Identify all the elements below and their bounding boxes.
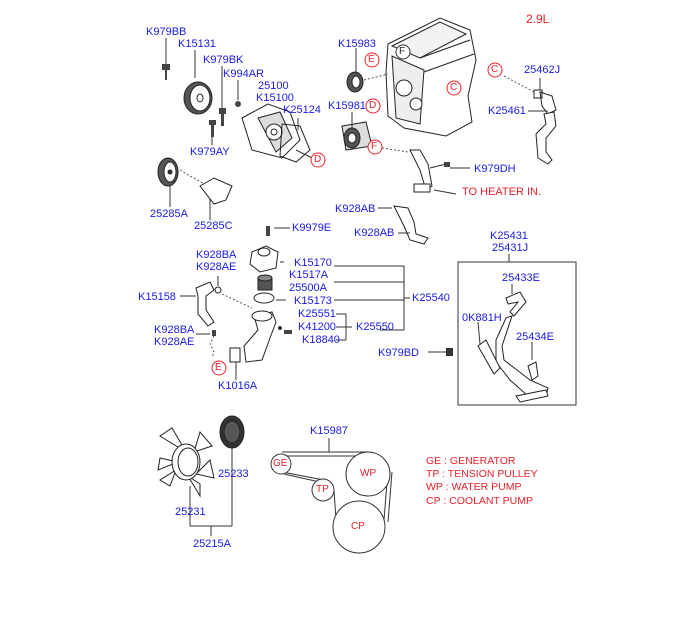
part-label-k979bb[interactable]: K979BB: [146, 26, 187, 38]
part-label-k15987[interactable]: K15987: [310, 425, 348, 437]
hose-assembly-box: [457, 261, 577, 406]
part-label-k979bk[interactable]: K979BK: [203, 54, 244, 66]
part-label-k979bd[interactable]: K979BD: [378, 347, 419, 359]
pulley-label-wp: WP: [360, 468, 377, 479]
part-label-k1517a[interactable]: K1517A: [289, 269, 329, 281]
gasket-icon: [533, 89, 543, 99]
pulley-label-tp: TP: [316, 484, 329, 495]
part-label-k15170[interactable]: K15170: [294, 257, 332, 269]
part-label-k18840[interactable]: K18840: [302, 334, 340, 346]
hose-icon: [195, 281, 215, 327]
ref-marker-circle: [487, 62, 503, 78]
part-label-k25550[interactable]: K25550: [356, 321, 394, 333]
pulley-ge: [270, 453, 292, 475]
part-label-k928ae-upper[interactable]: K928AE: [196, 261, 237, 273]
part-label-25431j[interactable]: 25431J: [492, 242, 529, 254]
legend-item: WP : WATER PUMP: [426, 481, 522, 493]
cooling-fan-icon: [157, 427, 215, 498]
legend-item: GE : GENERATOR: [426, 455, 516, 467]
ref-marker-f: F: [371, 141, 378, 152]
gasket-icon: [229, 347, 241, 363]
part-label-k25540[interactable]: K25540: [412, 292, 450, 304]
to-heater-annotation: TO HEATER IN.: [462, 186, 542, 198]
ref-marker-e: E: [215, 362, 222, 373]
ref-marker-f: F: [399, 46, 406, 57]
part-label-25434e[interactable]: 25434E: [516, 331, 554, 343]
ref-marker-c: C: [491, 64, 499, 75]
engine-block-icon: [385, 17, 477, 137]
heater-pipe-icon: [409, 149, 433, 193]
part-label-k15131[interactable]: K15131: [178, 38, 216, 50]
part-label-k928ba-upper[interactable]: K928BA: [196, 249, 237, 261]
water-pump-icon: [241, 103, 301, 159]
thermostat-icon: [257, 274, 273, 291]
part-label-k928ab-upper[interactable]: K928AB: [335, 203, 376, 215]
ref-marker-circle: [364, 52, 380, 68]
part-label-25100[interactable]: 25100: [258, 80, 289, 92]
ref-marker-circle: [211, 360, 227, 376]
fan-clutch-icon: [219, 415, 245, 449]
pulley-cp: [332, 500, 386, 554]
part-label-k25431[interactable]: K25431: [490, 230, 528, 242]
thermostat-housing-icon: [249, 245, 279, 273]
belt-legend: GE : GENERATOR TP : TENSION PULLEY WP : …: [426, 455, 538, 507]
ref-marker-circle: [446, 80, 462, 96]
bolt-icon: [162, 64, 241, 137]
part-label-k979dh[interactable]: K979DH: [474, 163, 516, 175]
legend-item: CP : COOLANT PUMP: [426, 494, 533, 507]
ref-marker-circle: [367, 139, 383, 155]
part-label-k928ba-lower[interactable]: K928BA: [154, 324, 195, 336]
ref-marker-d: D: [314, 154, 322, 165]
pulley-icon: [183, 81, 213, 115]
pulley-icon: [157, 157, 179, 187]
hose-icon: [393, 205, 429, 245]
idler-pulley-icon: [346, 71, 364, 93]
part-label-k9979e[interactable]: K9979E: [292, 222, 332, 234]
part-label-25285a[interactable]: 25285A: [150, 208, 188, 220]
part-label-k15100[interactable]: K15100: [256, 92, 294, 104]
part-label-25500a[interactable]: 25500A: [289, 282, 327, 294]
gasket-icon: [279, 123, 311, 163]
ref-marker-circle: [310, 152, 326, 168]
part-label-25231[interactable]: 25231: [175, 506, 206, 518]
pulley-tp: [311, 478, 335, 502]
pulley-label-cp: CP: [351, 521, 365, 532]
part-label-k15158[interactable]: K15158: [138, 291, 176, 303]
part-label-k979ay[interactable]: K979AY: [190, 146, 230, 158]
part-label-25233[interactable]: 25233: [218, 468, 249, 480]
part-label-k25551[interactable]: K25551: [298, 308, 336, 320]
gasket-icon: [253, 292, 275, 304]
engine-variant-label: 2.9L: [526, 12, 550, 26]
hose-icon: [535, 91, 557, 165]
ref-marker-circle: [365, 98, 381, 114]
pulley-wp: [345, 451, 391, 497]
ref-marker-e: E: [368, 54, 375, 65]
part-label-25285c[interactable]: 25285C: [194, 220, 233, 232]
part-label-k15983[interactable]: K15983: [338, 38, 376, 50]
part-label-k41200[interactable]: K41200: [298, 321, 336, 333]
part-label-25433e[interactable]: 25433E: [502, 272, 540, 284]
part-label-k25461[interactable]: K25461: [488, 105, 526, 117]
part-label-k25124[interactable]: K25124: [283, 104, 321, 116]
ref-marker-d: D: [369, 100, 377, 111]
part-label-k928ab-lower[interactable]: K928AB: [354, 227, 395, 239]
part-label-k15981[interactable]: K15981: [328, 100, 366, 112]
ref-marker-circle: [395, 44, 411, 60]
part-label-k994ar[interactable]: K994AR: [223, 68, 264, 80]
part-label-k1016a[interactable]: K1016A: [218, 380, 258, 392]
part-label-25215a[interactable]: 25215A: [193, 538, 231, 550]
hose-icon: [477, 291, 549, 403]
pulley-label-ge: GE: [273, 458, 288, 469]
ref-marker-c: C: [450, 82, 458, 93]
bracket-icon: [199, 177, 233, 205]
tensioner-icon: [341, 121, 373, 151]
legend-item: TP : TENSION PULLEY: [426, 467, 538, 480]
water-outlet-icon: [243, 310, 277, 363]
part-label-k928ae-lower[interactable]: K928AE: [154, 336, 195, 348]
part-label-0k881h[interactable]: 0K881H: [462, 312, 502, 324]
part-label-k15173[interactable]: K15173: [294, 295, 332, 307]
part-label-25462j[interactable]: 25462J: [524, 64, 561, 76]
